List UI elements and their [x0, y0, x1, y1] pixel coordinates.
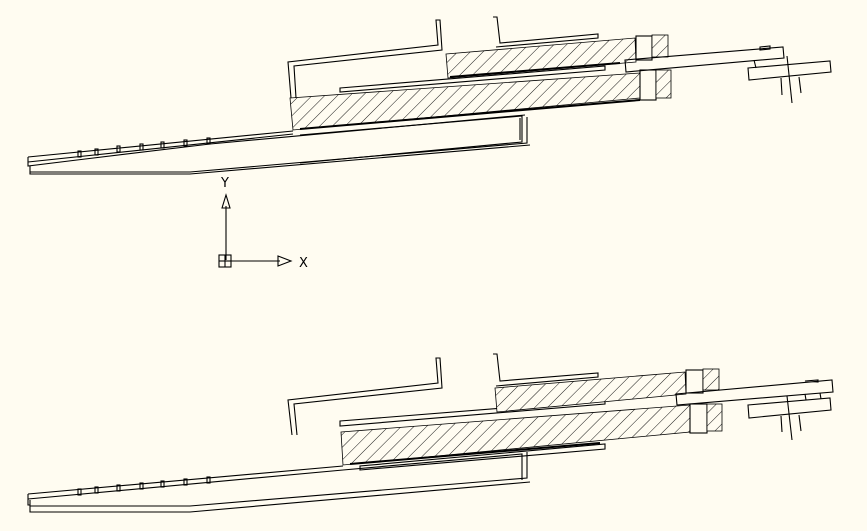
- upper-assembly-section: [27, 16, 832, 175]
- ucs-icon[interactable]: X Y: [218, 176, 308, 271]
- y-axis-label: Y: [220, 176, 229, 191]
- upper-rod-assembly: [624, 34, 832, 104]
- upper-base-rail: [27, 114, 531, 175]
- x-axis-label: X: [299, 256, 308, 271]
- upper-right-bracket: [493, 16, 599, 48]
- rail-slots: [77, 137, 211, 158]
- lower-assembly-section: [27, 353, 834, 513]
- lower-rod-assembly: [675, 368, 834, 441]
- upper-left-bracket: [287, 19, 443, 99]
- lower-lower-hatched-block: [340, 404, 691, 466]
- lower-base-rail: [27, 452, 531, 513]
- lower-left-bracket: [287, 357, 443, 436]
- upper-upper-hatched-block: [445, 37, 637, 79]
- lower-right-bracket: [493, 353, 599, 387]
- y-axis-arrow-icon: [221, 193, 231, 209]
- rail-slots: [77, 476, 211, 496]
- lower-upper-hatched-block: [494, 371, 687, 413]
- x-axis-arrow-icon: [277, 255, 293, 267]
